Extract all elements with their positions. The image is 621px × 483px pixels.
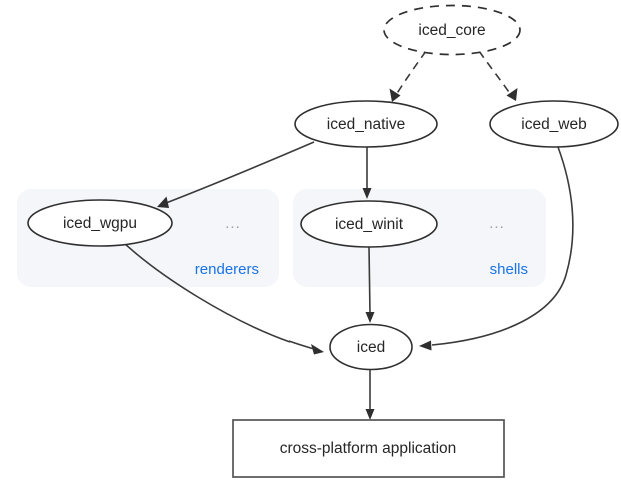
node-iced[interactable]: iced (329, 323, 413, 371)
edge-arrowhead (389, 88, 401, 102)
node-iced-winit-label: iced_winit (335, 216, 404, 233)
edge-arrowhead (365, 409, 375, 420)
edge-iced-core-to-iced-native (389, 50, 427, 102)
edge-path (368, 246, 371, 315)
edge-iced-web-to-iced (419, 146, 574, 351)
edge-arrowhead (311, 344, 324, 355)
node-iced-native[interactable]: iced_native (294, 100, 438, 148)
node-iced-native-label: iced_native (327, 116, 405, 133)
node-iced-wgpu-label: iced_wgpu (63, 215, 137, 232)
node-iced-wgpu-shape[interactable] (27, 199, 173, 247)
edge-arrowhead (365, 312, 375, 323)
node-cross-platform-application[interactable]: cross-platform application (232, 419, 505, 478)
edge-iced-native-to-iced-wgpu (157, 141, 315, 208)
edge-iced-wgpu-to-iced-tail (288, 340, 315, 350)
cluster-renderers-ellipsis: ... (225, 215, 241, 232)
node-iced-web-label: iced_web (521, 116, 587, 133)
edge-iced-native-to-iced-winit (362, 147, 372, 199)
node-iced-shape[interactable] (329, 323, 413, 371)
cluster-shells-label: shells (490, 261, 528, 278)
cluster-shells-ellipsis: ... (489, 215, 505, 232)
edge-iced-winit-to-iced (365, 246, 375, 323)
node-iced-winit[interactable]: iced_winit (300, 200, 438, 248)
edge-iced-core-to-iced-web (478, 50, 518, 101)
edge-arrowhead (362, 188, 372, 199)
edge-path (165, 141, 315, 204)
node-iced-core-label: iced_core (418, 22, 485, 39)
node-iced-wgpu[interactable]: iced_wgpu (27, 199, 173, 247)
node-iced-web-shape[interactable] (489, 100, 619, 148)
edge-arrowhead (506, 88, 518, 101)
node-iced-core-shape[interactable] (383, 4, 521, 56)
node-iced-label: iced (357, 339, 385, 356)
node-iced-web[interactable]: iced_web (489, 100, 619, 148)
edge-iced-to-application (365, 370, 375, 420)
edge-iced-wgpu-to-iced (123, 242, 324, 355)
edge-path (123, 242, 291, 343)
edge-path (395, 50, 427, 96)
edge-path (478, 50, 512, 96)
node-iced-core[interactable]: iced_core (383, 4, 521, 56)
edge-path (431, 146, 574, 346)
edge-arrowhead (419, 340, 432, 351)
node-application-label: cross-platform application (280, 440, 457, 457)
node-iced-native-shape[interactable] (294, 100, 438, 148)
node-iced-winit-shape[interactable] (300, 200, 438, 248)
edge-arrowhead (157, 196, 169, 208)
cluster-renderers-label: renderers (195, 261, 259, 278)
node-application-shape[interactable] (232, 419, 505, 478)
